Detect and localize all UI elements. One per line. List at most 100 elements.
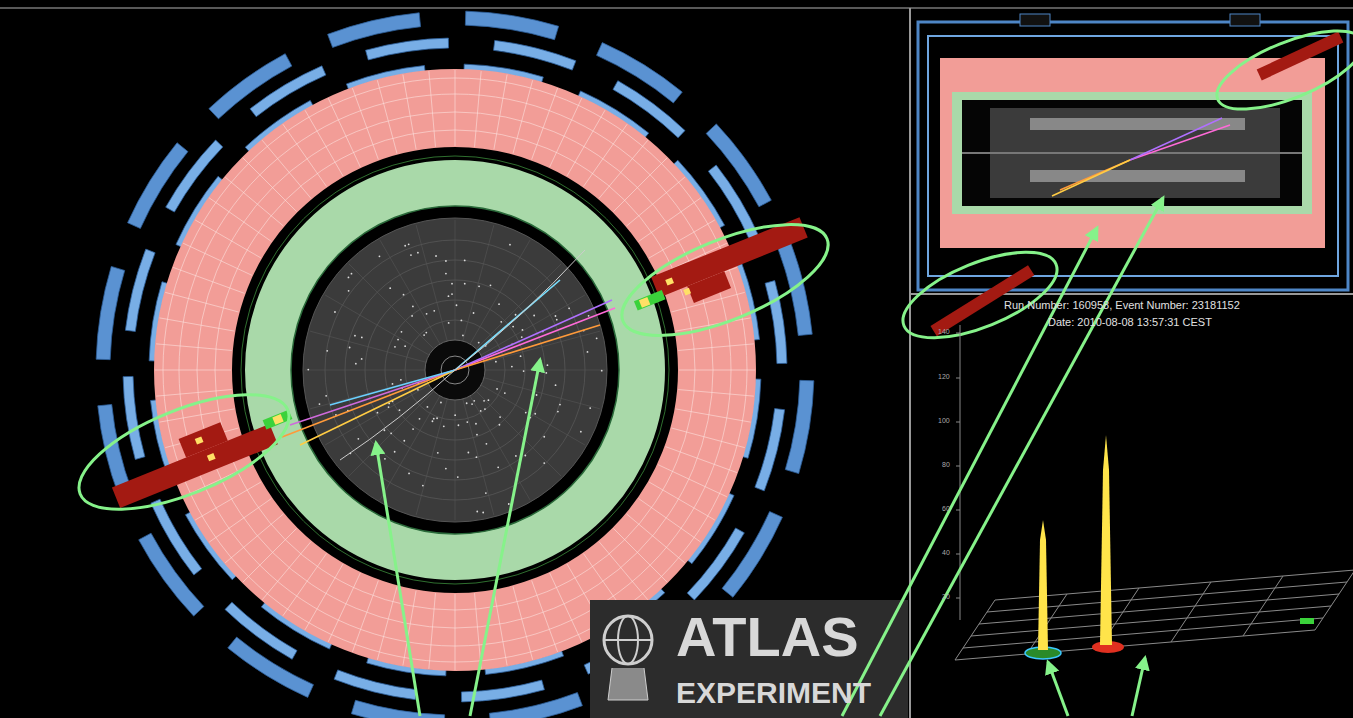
hit-dot [388,406,390,408]
grid-line [665,447,736,473]
hit-dot [466,421,468,423]
hit-dot [458,424,460,426]
muon-chamber [334,670,416,700]
axis-tick-label: 60 [942,505,950,513]
grid-line [550,573,582,642]
hit-dot [490,284,492,286]
grid-line [455,594,456,670]
hit-dot [379,255,381,257]
hit-dot [475,423,477,425]
side-view [892,14,1353,355]
hits [307,243,602,513]
grid-line [328,98,360,167]
annotation-arrows [376,198,1163,716]
hit-dot [361,337,363,339]
jet-deposits [104,217,814,508]
hit-dot [559,404,561,406]
axis-tick-label: 120 [938,373,950,381]
hit-dot [417,252,419,254]
hit-dot [408,473,410,475]
grid-line [183,243,252,275]
hit-dot [440,402,442,404]
hit-dot [515,314,517,316]
hit-dot [412,428,414,430]
hit-dot [433,418,435,420]
hit-dot [325,395,327,397]
hit-dot [486,443,488,445]
hit-dot [432,420,434,422]
hit-dot [408,243,410,245]
grid-line [971,606,1331,636]
grid-line [979,594,1339,624]
axis-tick [956,378,960,379]
axis-tick [956,333,960,334]
hit-dot [355,363,357,365]
hit-dot [404,345,406,347]
muon-chamber [755,409,785,491]
hit-dot [361,358,363,360]
hit-dot [326,350,328,352]
grid-line [352,88,378,159]
grid-line [995,570,1353,600]
grid-line [380,240,440,344]
hit-dot [464,259,466,261]
hit-dot [556,319,558,321]
grid-line [209,498,271,542]
hit-dot [499,424,501,426]
hit-dot [411,315,413,317]
grid-line [550,98,582,167]
grid-line [165,292,238,312]
em-calorimeter [268,183,642,557]
grid-line [429,71,436,147]
solenoid [291,206,619,534]
hit-dot [483,400,485,402]
muon-chamber [465,11,558,40]
hit-dot [496,388,498,390]
grid-line [583,124,627,186]
hit-dot [568,307,570,309]
hit-dot [596,337,598,339]
hit-dot [547,364,549,366]
axis-tick [956,422,960,423]
grid-line [463,225,494,341]
grid-line [627,514,685,563]
hit-dot [307,369,309,371]
grid-line [638,198,700,242]
grid-line [613,158,667,212]
grid-line [310,331,426,362]
hit-dot [410,254,412,256]
axis-tick [956,510,960,511]
hit-dot [476,456,478,458]
inner-detector [303,218,607,522]
hit-dot [456,304,458,306]
grid-line [658,465,727,497]
hit-dot [384,429,386,431]
grid-line [613,528,667,582]
hit-dot [473,312,475,314]
hit-dot [478,342,480,344]
grid-line [155,370,231,371]
hit-dot [443,425,445,427]
hit-dot [485,492,487,494]
grid-line [243,158,297,212]
hit-dot [480,410,482,412]
grid-ring [163,78,747,662]
grid-line [513,586,533,659]
hit-dot [404,245,406,247]
grid-line [494,75,507,150]
grid-line [156,344,232,351]
hit-dot [523,370,525,372]
hit-dot [445,468,447,470]
logo-text: EXPERIMENT [676,676,871,709]
highlight-ellipses [64,202,842,533]
grid-ring [215,130,695,610]
atlas-logo [590,600,908,718]
hit-dot [389,287,391,289]
hit-dot [377,412,379,414]
grid-line [225,177,283,226]
hit-dot [476,511,478,513]
muon-chamber [125,249,155,331]
grid-line [243,528,297,582]
